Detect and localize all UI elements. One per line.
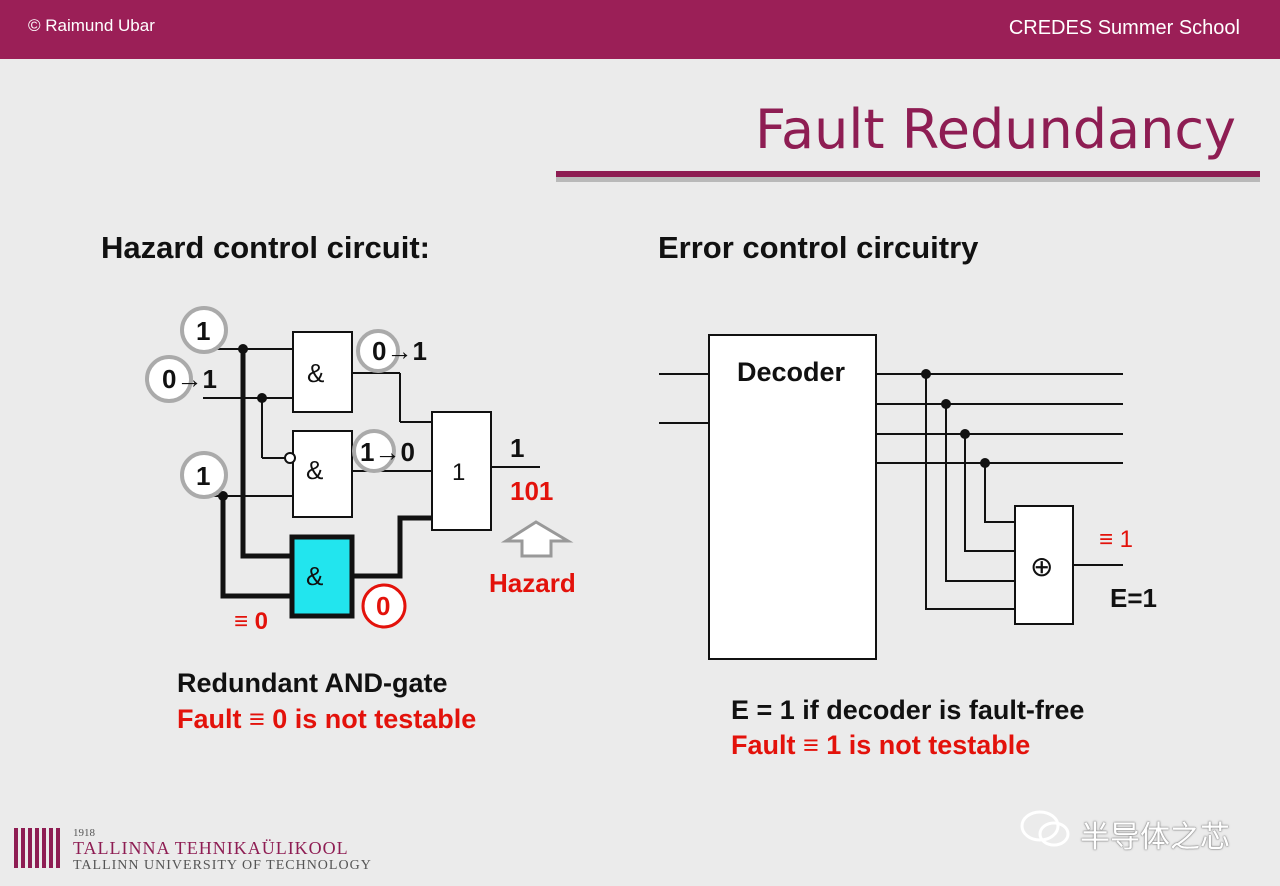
watermark-text: 半导体之芯 — [1080, 821, 1230, 854]
error-circuit — [659, 334, 1123, 660]
inverter-bubble — [284, 452, 296, 464]
hazard-labels: 1 0→1 1 0→1 1→0 0 1 101 Hazard ≡ 0 & & &… — [162, 316, 576, 635]
wechat-icon — [1020, 810, 1070, 847]
and-gate-1 — [292, 331, 353, 413]
slide-title: Fault Redundancy — [754, 98, 1236, 161]
hazard-circuit — [145, 306, 574, 629]
logo-year: 1918 — [73, 827, 95, 839]
hazard-desc-1: Redundant AND-gate — [177, 668, 448, 698]
output-value: 1 — [510, 433, 524, 463]
decoder-label: Decoder — [737, 357, 846, 387]
error-desc-2: Fault ≡ 1 is not testable — [731, 730, 1031, 760]
e-output-label: E=1 — [1110, 583, 1157, 613]
copyright-text: © Raimund Ubar — [28, 16, 155, 35]
title-underline-shadow — [556, 177, 1260, 182]
header-bar: © Raimund Ubar CREDES Summer School — [0, 0, 1280, 59]
error-desc-1: E = 1 if decoder is fault-free — [731, 695, 1085, 725]
and3-output-label: 0 — [376, 591, 390, 621]
redundant-and-gate — [289, 534, 355, 619]
input-b-label: 0→1 — [162, 364, 217, 394]
xor-gate — [1014, 505, 1074, 625]
input-c-label: 1 — [196, 461, 210, 491]
and1-output-label: 0→1 — [372, 336, 427, 366]
and3-symbol: & — [306, 561, 323, 591]
input-a-label: 1 — [196, 316, 210, 346]
university-logo-icon — [14, 828, 60, 868]
hazard-heading: Hazard control circuit: — [101, 230, 430, 265]
error-labels: Decoder ⊕ ≡ 1 E=1 — [737, 357, 1157, 613]
stuck-at-1-label: ≡ 1 — [1099, 526, 1133, 553]
error-heading: Error control circuitry — [658, 230, 979, 265]
and1-symbol: & — [307, 358, 324, 388]
or-gate — [431, 411, 492, 531]
hazard-arrow-icon — [500, 520, 574, 558]
logo-subtitle: TALLINN UNIVERSITY OF TECHNOLOGY — [73, 858, 372, 873]
and2-symbol: & — [306, 455, 323, 485]
hazard-label: Hazard — [489, 568, 576, 598]
title-underline — [556, 171, 1260, 177]
decoder-block — [708, 334, 877, 660]
stuck-at-0-label: ≡ 0 — [234, 608, 268, 635]
and2-output-label: 1→0 — [360, 437, 415, 467]
output-sequence: 101 — [510, 476, 553, 506]
and-gate-2 — [292, 430, 353, 518]
or-symbol: 1 — [452, 459, 465, 486]
school-name: CREDES Summer School — [1008, 17, 1240, 39]
xor-symbol: ⊕ — [1030, 551, 1053, 582]
hazard-desc-2: Fault ≡ 0 is not testable — [177, 704, 477, 734]
logo-name: TALLINNA TEHNIKAÜLIKOOL — [73, 838, 349, 858]
